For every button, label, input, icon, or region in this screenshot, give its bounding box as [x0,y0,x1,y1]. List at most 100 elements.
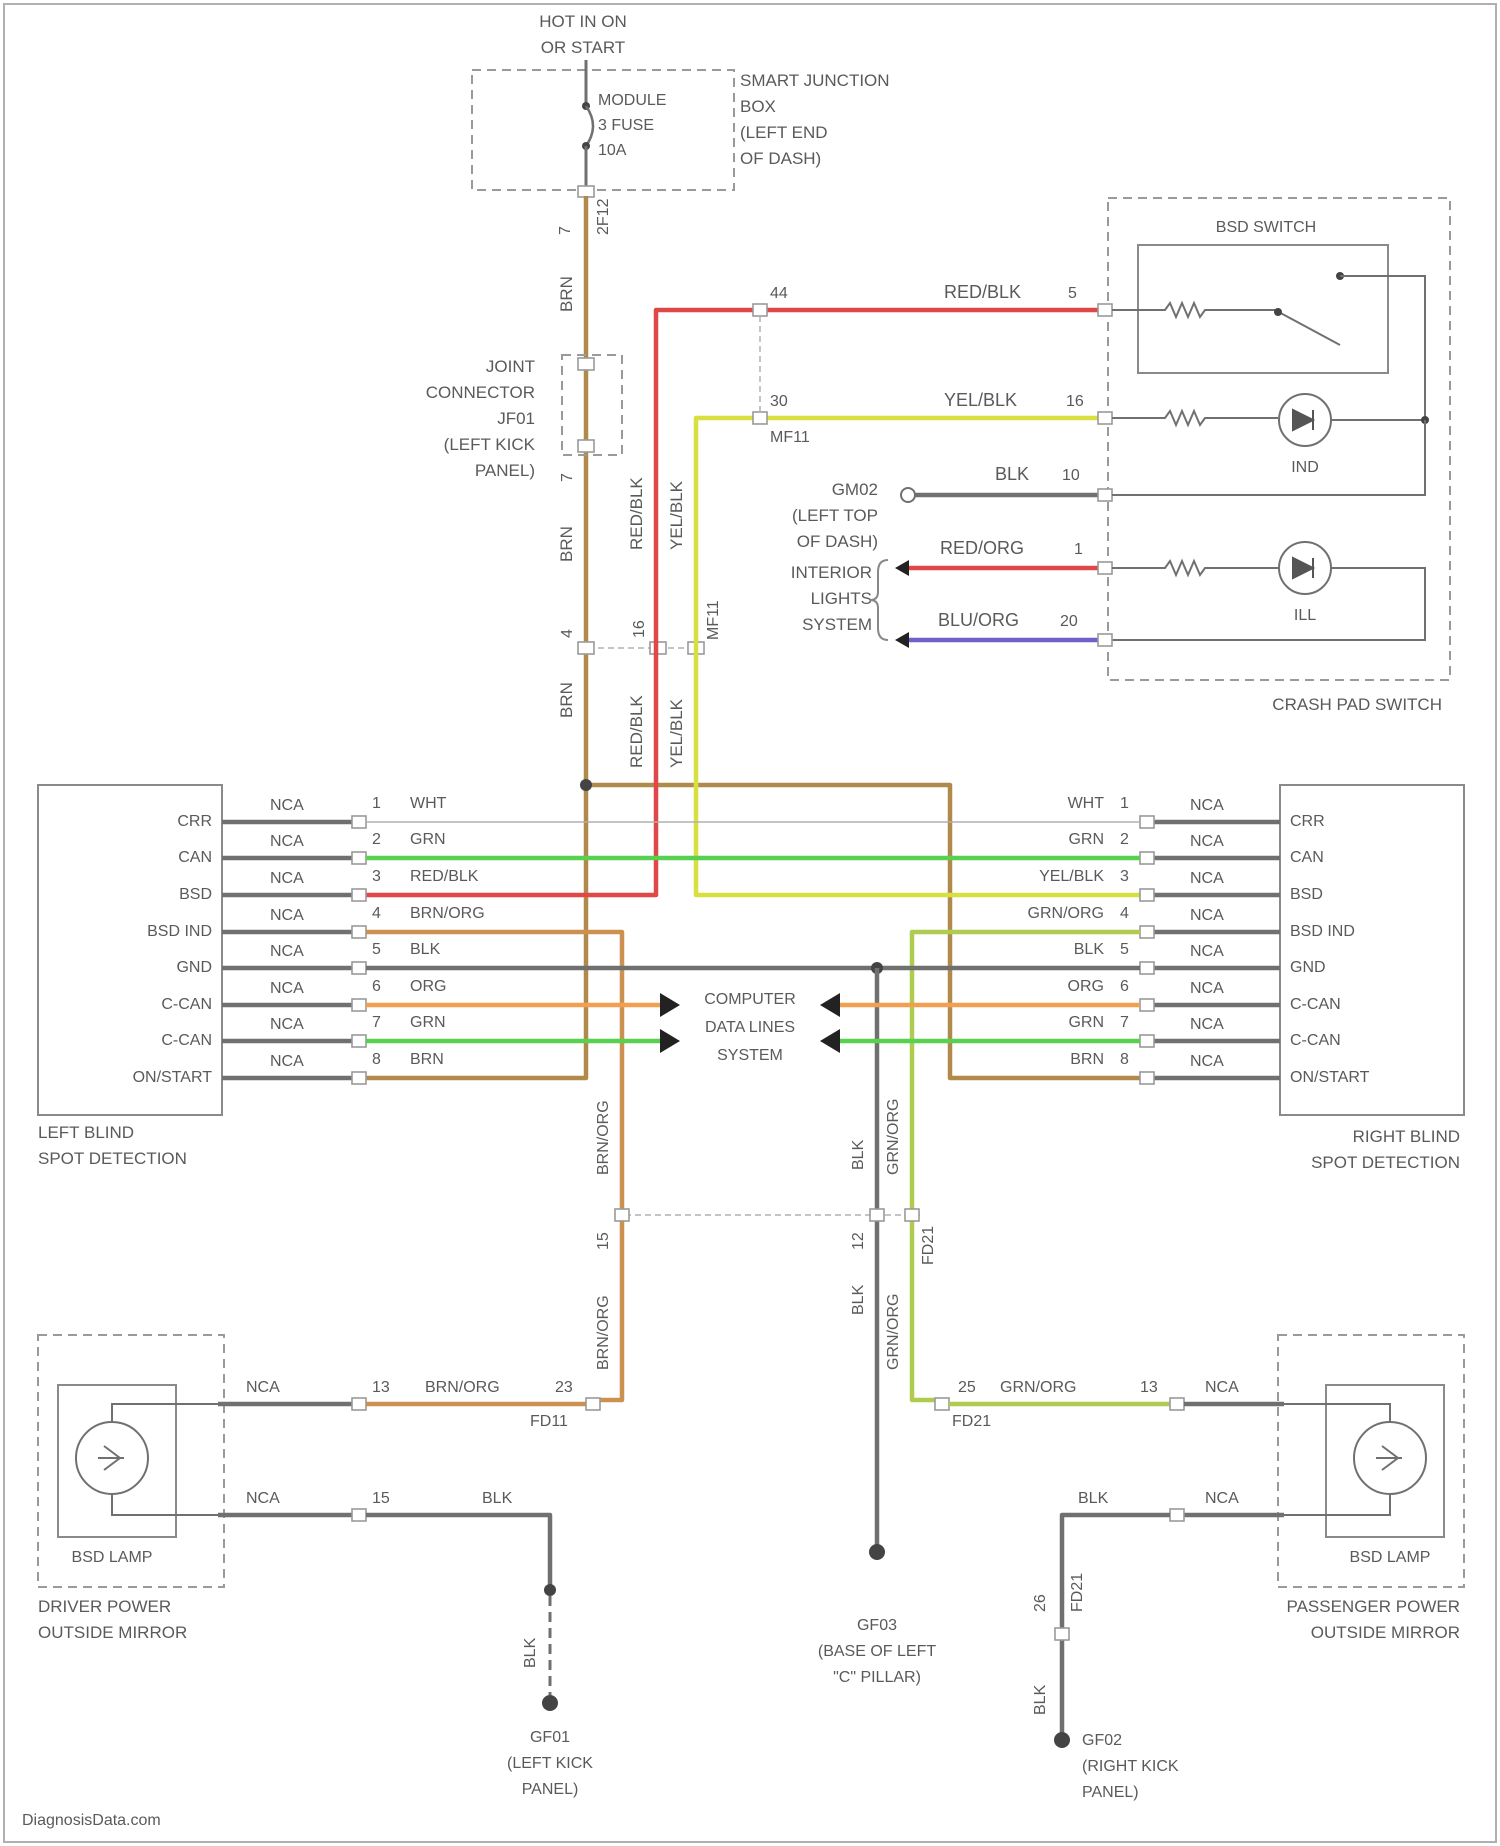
junction-box-label-4: OF DASH) [740,149,821,168]
wire-blk-vlabel-2: BLK [850,1284,867,1315]
pass-pin-25: 25 [958,1379,976,1396]
crash-term-20 [1098,634,1112,646]
crash-pin20: 20 [1060,613,1078,630]
gf01-label-3: PANEL) [522,1781,579,1798]
right-color-8: BRN [1070,1051,1104,1068]
gf02-label-3: PANEL) [1082,1784,1139,1801]
lower-conn-right [905,1209,919,1221]
right-bsd-pin-labels: CRR CAN BSD BSD IND GND C-CAN C-CAN ON/S… [1290,813,1370,1086]
computer-label-2: DATA LINES [705,1019,795,1036]
left-nca-label-5: NCA [270,943,304,960]
left-num-1: 1 [372,795,381,812]
pin-7-label: 7 [557,226,574,235]
gf02-ground-icon [1054,1732,1070,1748]
wire-yel-label-2: YEL/BLK [667,698,686,768]
joint-label-1: JOINT [486,357,535,376]
pass-blk-gnd [1062,1515,1170,1735]
mf11-pin30-label: 30 [770,393,788,410]
left-pin-crr: CRR [177,813,212,830]
wire-blk-vlabel-1: BLK [850,1139,867,1170]
gm02-label-3: OF DASH) [797,532,878,551]
left-pin-can: CAN [178,849,212,866]
left-pin-ccan-1: C-CAN [161,996,212,1013]
wire-brn-label-2: BRN [557,526,576,562]
right-pin-on-start: ON/START [1290,1069,1370,1086]
driver-pin-13: 13 [372,1379,390,1396]
left-num-4: 4 [372,905,381,922]
right-term-1 [1140,816,1154,828]
ind-wire [1112,411,1278,425]
gf01-ground-icon [542,1695,558,1711]
right-pin-bsd-ind: BSD IND [1290,923,1355,940]
right-nca-label-1: NCA [1190,797,1224,814]
right-term-3 [1140,889,1154,901]
gf01-label-1: GF01 [530,1729,570,1746]
left-num-3: 3 [372,868,381,885]
interior-brace [870,560,888,640]
connector-2f12 [578,186,594,197]
right-term-5 [1140,962,1154,974]
lower-pin-15: 15 [595,1232,612,1250]
connector-2f12-label: 2F12 [595,198,612,235]
crash-term-1 [1098,562,1112,574]
left-nca-label-3: NCA [270,870,304,887]
left-term-3 [352,889,366,901]
driver-pin-15: 15 [372,1490,390,1507]
pass-term-25 [935,1398,949,1410]
left-nca-label-1: NCA [270,797,304,814]
conn-yel-id: MF11 [705,600,722,640]
driver-conn-label: FD11 [530,1413,568,1430]
right-num-5: 5 [1120,941,1129,958]
data-arrow-right-2 [820,1029,840,1053]
pass-blk-label: BLK [1078,1490,1109,1507]
left-term-1 [352,816,366,828]
left-color-1: WHT [410,795,447,812]
power-label-1: HOT IN ON [539,12,627,31]
right-terminals [1140,816,1154,1084]
pass-conn-label: FD21 [952,1413,991,1430]
joint-label-2: CONNECTOR [426,383,535,402]
wire-red-label-1: RED/BLK [627,477,646,550]
left-term-4 [352,926,366,938]
pass-grn-org-label: GRN/ORG [1000,1379,1076,1396]
ill-label: ILL [1294,607,1316,624]
joint-label-3: JF01 [497,409,535,428]
left-nca-label-2: NCA [270,833,304,850]
interior-label-3: SYSTEM [802,615,872,634]
driver-blk-gnd [366,1515,550,1590]
interior-label-1: INTERIOR [791,563,872,582]
left-bsd-pin-labels: CRR CAN BSD BSD IND GND C-CAN C-CAN ON/S… [133,813,213,1086]
left-num-6: 6 [372,978,381,995]
gf02-label-1: GF02 [1082,1732,1122,1749]
crash-pin16: 16 [1066,393,1084,410]
left-pin-bsd: BSD [179,886,212,903]
gf03-label-3: "C" PILLAR) [833,1669,921,1686]
conn-brn-4 [578,642,594,654]
right-num-7: 7 [1120,1014,1129,1031]
gf01-label-2: (LEFT KICK [507,1755,593,1772]
wire-brn-org-left [366,932,622,1400]
mf11-pin30 [753,412,767,424]
wire-brn-label-1: BRN [557,276,576,312]
pass-pin-26: 26 [1032,1594,1049,1612]
gf03-label-2: (BASE OF LEFT [818,1643,936,1660]
left-color-5: BLK [410,941,441,958]
data-arrow-left-1 [660,993,680,1017]
driver-mirror-name-2: OUTSIDE MIRROR [38,1623,187,1642]
wire-brn-org-vlabel-1: BRN/ORG [595,1100,612,1175]
wire-blu-org-label: BLU/ORG [938,610,1019,630]
pass-nca-label-1: NCA [1205,1379,1239,1396]
pass-nca-label-2: NCA [1205,1490,1239,1507]
pass-term-26 [1055,1628,1069,1640]
right-nca-label-8: NCA [1190,1053,1224,1070]
driver-blk-label: BLK [482,1490,513,1507]
left-term-8 [352,1072,366,1084]
mf11-label: MF11 [770,429,810,446]
joint-label-5: PANEL) [475,461,535,480]
left-nca-label-4: NCA [270,907,304,924]
left-num-5: 5 [372,941,381,958]
pass-term-gnd [1170,1509,1184,1521]
left-term-5 [352,962,366,974]
left-nca-label-7: NCA [270,1016,304,1033]
right-color-4: GRN/ORG [1028,905,1104,922]
